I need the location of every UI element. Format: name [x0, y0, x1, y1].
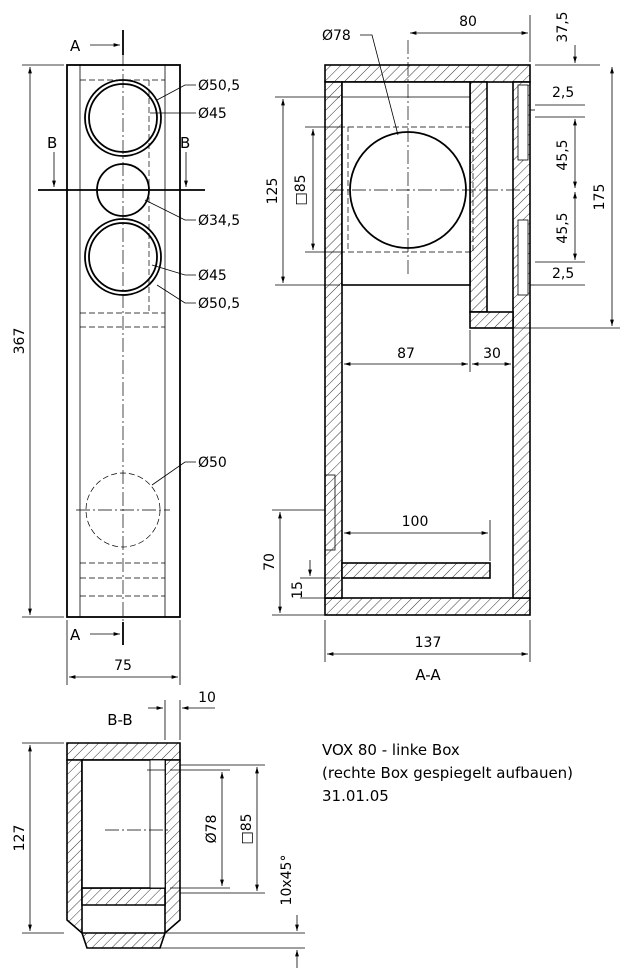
dim-height-367: 367	[12, 328, 28, 355]
section-b-right: B	[180, 134, 190, 152]
front-view: B B A A Ø50,5 Ø45 Ø34,5 Ø45 Ø50,5 Ø50 36…	[12, 30, 240, 685]
dim-175: 175	[592, 184, 608, 211]
dim-square-85: □85	[293, 174, 309, 205]
notes: VOX 80 - linke Box (rechte Box gespiegel…	[322, 741, 573, 805]
dim-137: 137	[415, 635, 442, 651]
dim-37-5: 37,5	[555, 11, 571, 42]
note-date: 31.01.05	[322, 787, 389, 805]
dim-chamfer: 10x45°	[279, 855, 295, 906]
dim-15: 15	[290, 581, 306, 599]
dim-125: 125	[265, 178, 281, 205]
dim-2-5-bottom: 2,5	[552, 266, 574, 282]
section-aa: Ø78 80 37,5 2,5 45,5 45,5 2,5 175 125 □8…	[262, 11, 620, 684]
dim-outer-bottom: Ø50,5	[198, 296, 240, 312]
dim-30: 30	[483, 346, 501, 362]
note-title: VOX 80 - linke Box	[322, 741, 460, 759]
dim-87: 87	[397, 346, 415, 362]
dim-driver-78: Ø78	[322, 28, 351, 44]
section-a-top: A	[70, 37, 81, 55]
dim-lower: Ø50	[198, 455, 227, 471]
dim-45-5-top: 45,5	[555, 139, 571, 170]
dim-100: 100	[402, 514, 429, 530]
dim-bb-78: Ø78	[204, 815, 220, 844]
driver-hole-top	[84, 79, 162, 157]
dim-inner-top: Ø45	[198, 106, 227, 122]
dim-2-5-top: 2,5	[552, 85, 574, 101]
note-mirror: (rechte Box gespiegelt aufbauen)	[322, 764, 573, 782]
dim-outer-top: Ø50,5	[198, 78, 240, 94]
section-bb: B-B 10 127 Ø78 □85	[12, 690, 305, 968]
front-outline	[66, 64, 181, 618]
dim-inner-bottom: Ø45	[198, 268, 227, 284]
dim-45-5-bottom: 45,5	[555, 212, 571, 243]
dim-80: 80	[459, 14, 477, 30]
dim-127: 127	[12, 825, 28, 852]
section-b-left: B	[47, 134, 57, 152]
dim-70: 70	[262, 553, 278, 571]
dim-port: Ø34,5	[198, 213, 240, 229]
driver-hole-bottom	[84, 218, 162, 296]
dim-bb-square-85: □85	[239, 813, 255, 844]
section-bb-title: B-B	[107, 711, 132, 729]
section-aa-title: A-A	[415, 666, 441, 684]
dim-10: 10	[198, 690, 216, 706]
dim-width-75: 75	[114, 658, 132, 674]
section-a-bottom: A	[70, 626, 81, 644]
